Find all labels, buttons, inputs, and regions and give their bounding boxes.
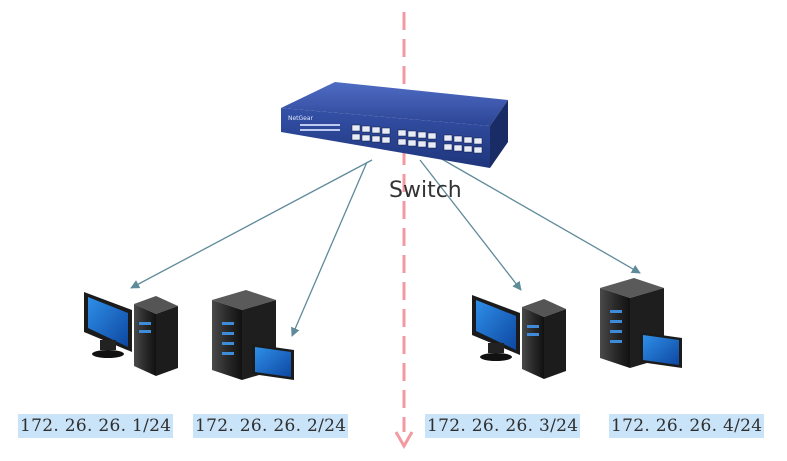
link-host-1 xyxy=(130,159,373,289)
switch-label: Switch xyxy=(389,178,462,203)
host-4-ip-label: 172. 26. 26. 4/24 xyxy=(609,414,765,438)
host-2-ip-label: 172. 26. 26. 2/24 xyxy=(193,414,349,438)
server-tower-with-monitor-icon xyxy=(212,290,294,380)
switch-ports xyxy=(351,124,483,154)
link-host-2 xyxy=(291,161,368,337)
switch-brand-text: NetGear xyxy=(288,115,314,122)
desktop-pc-icon xyxy=(472,295,566,379)
host-3-ip-label: 172. 26. 26. 3/24 xyxy=(425,414,581,438)
link-host-4 xyxy=(439,157,641,274)
desktop-pc-icon xyxy=(84,292,178,376)
link-host-3 xyxy=(419,159,522,291)
host-1-ip-label: 172. 26. 26. 1/24 xyxy=(18,414,174,438)
divider-arrow-icon xyxy=(394,431,414,450)
switch-icon: NetGear xyxy=(281,82,508,168)
server-tower-with-monitor-icon xyxy=(600,278,682,368)
switch-leds xyxy=(300,124,340,131)
